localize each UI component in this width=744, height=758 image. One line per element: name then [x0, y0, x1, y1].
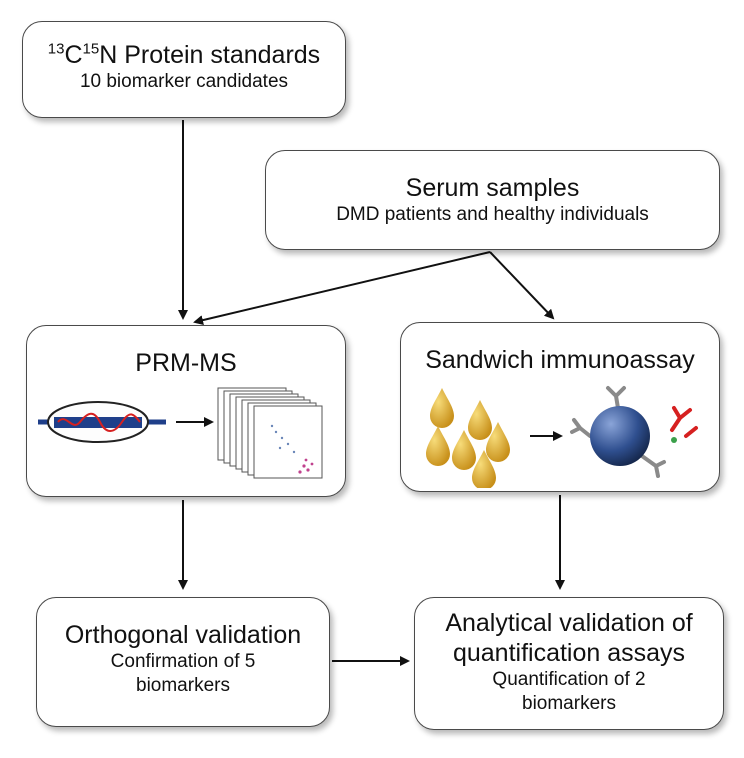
mass-spectrometer-illustration [38, 387, 323, 479]
serum-samples-box: Serum samples DMD patients and healthy i… [265, 150, 720, 250]
orthogonal-validation-title: Orthogonal validation [64, 621, 302, 649]
analytical-validation-box: Analytical validation of quantification … [414, 597, 724, 730]
prm-ms-title: PRM-MS [135, 349, 237, 377]
analytical-validation-line4: biomarkers [522, 693, 616, 714]
arrow-serum-to-sandwich [489, 251, 555, 320]
protein-standards-title: 13C15N Protein standards [47, 40, 321, 69]
droplets [426, 388, 510, 488]
analytical-validation-line1: Analytical validation of [445, 609, 693, 637]
orthogonal-validation-box: Orthogonal validation Confirmation of 5 … [36, 597, 330, 727]
orthogonal-validation-line2: biomarkers [136, 675, 230, 696]
protein-standards-box: 13C15N Protein standards 10 biomarker ca… [22, 21, 346, 118]
sandwich-immunoassay-box: Sandwich immunoassay [400, 322, 720, 492]
analytical-validation-line3: Quantification of 2 [492, 669, 646, 690]
serum-samples-title: Serum samples [405, 174, 580, 202]
immunoassay-illustration [426, 386, 698, 488]
protein-standards-subtitle: 10 biomarker candidates [79, 71, 289, 92]
sandwich-immunoassay-title: Sandwich immunoassay [425, 346, 695, 374]
analytical-validation-line2: quantification assays [452, 639, 686, 667]
serum-samples-subtitle: DMD patients and healthy individuals [336, 204, 649, 225]
orthogonal-validation-line1: Confirmation of 5 [110, 651, 256, 672]
arrow-serum-to-prm [193, 251, 491, 326]
